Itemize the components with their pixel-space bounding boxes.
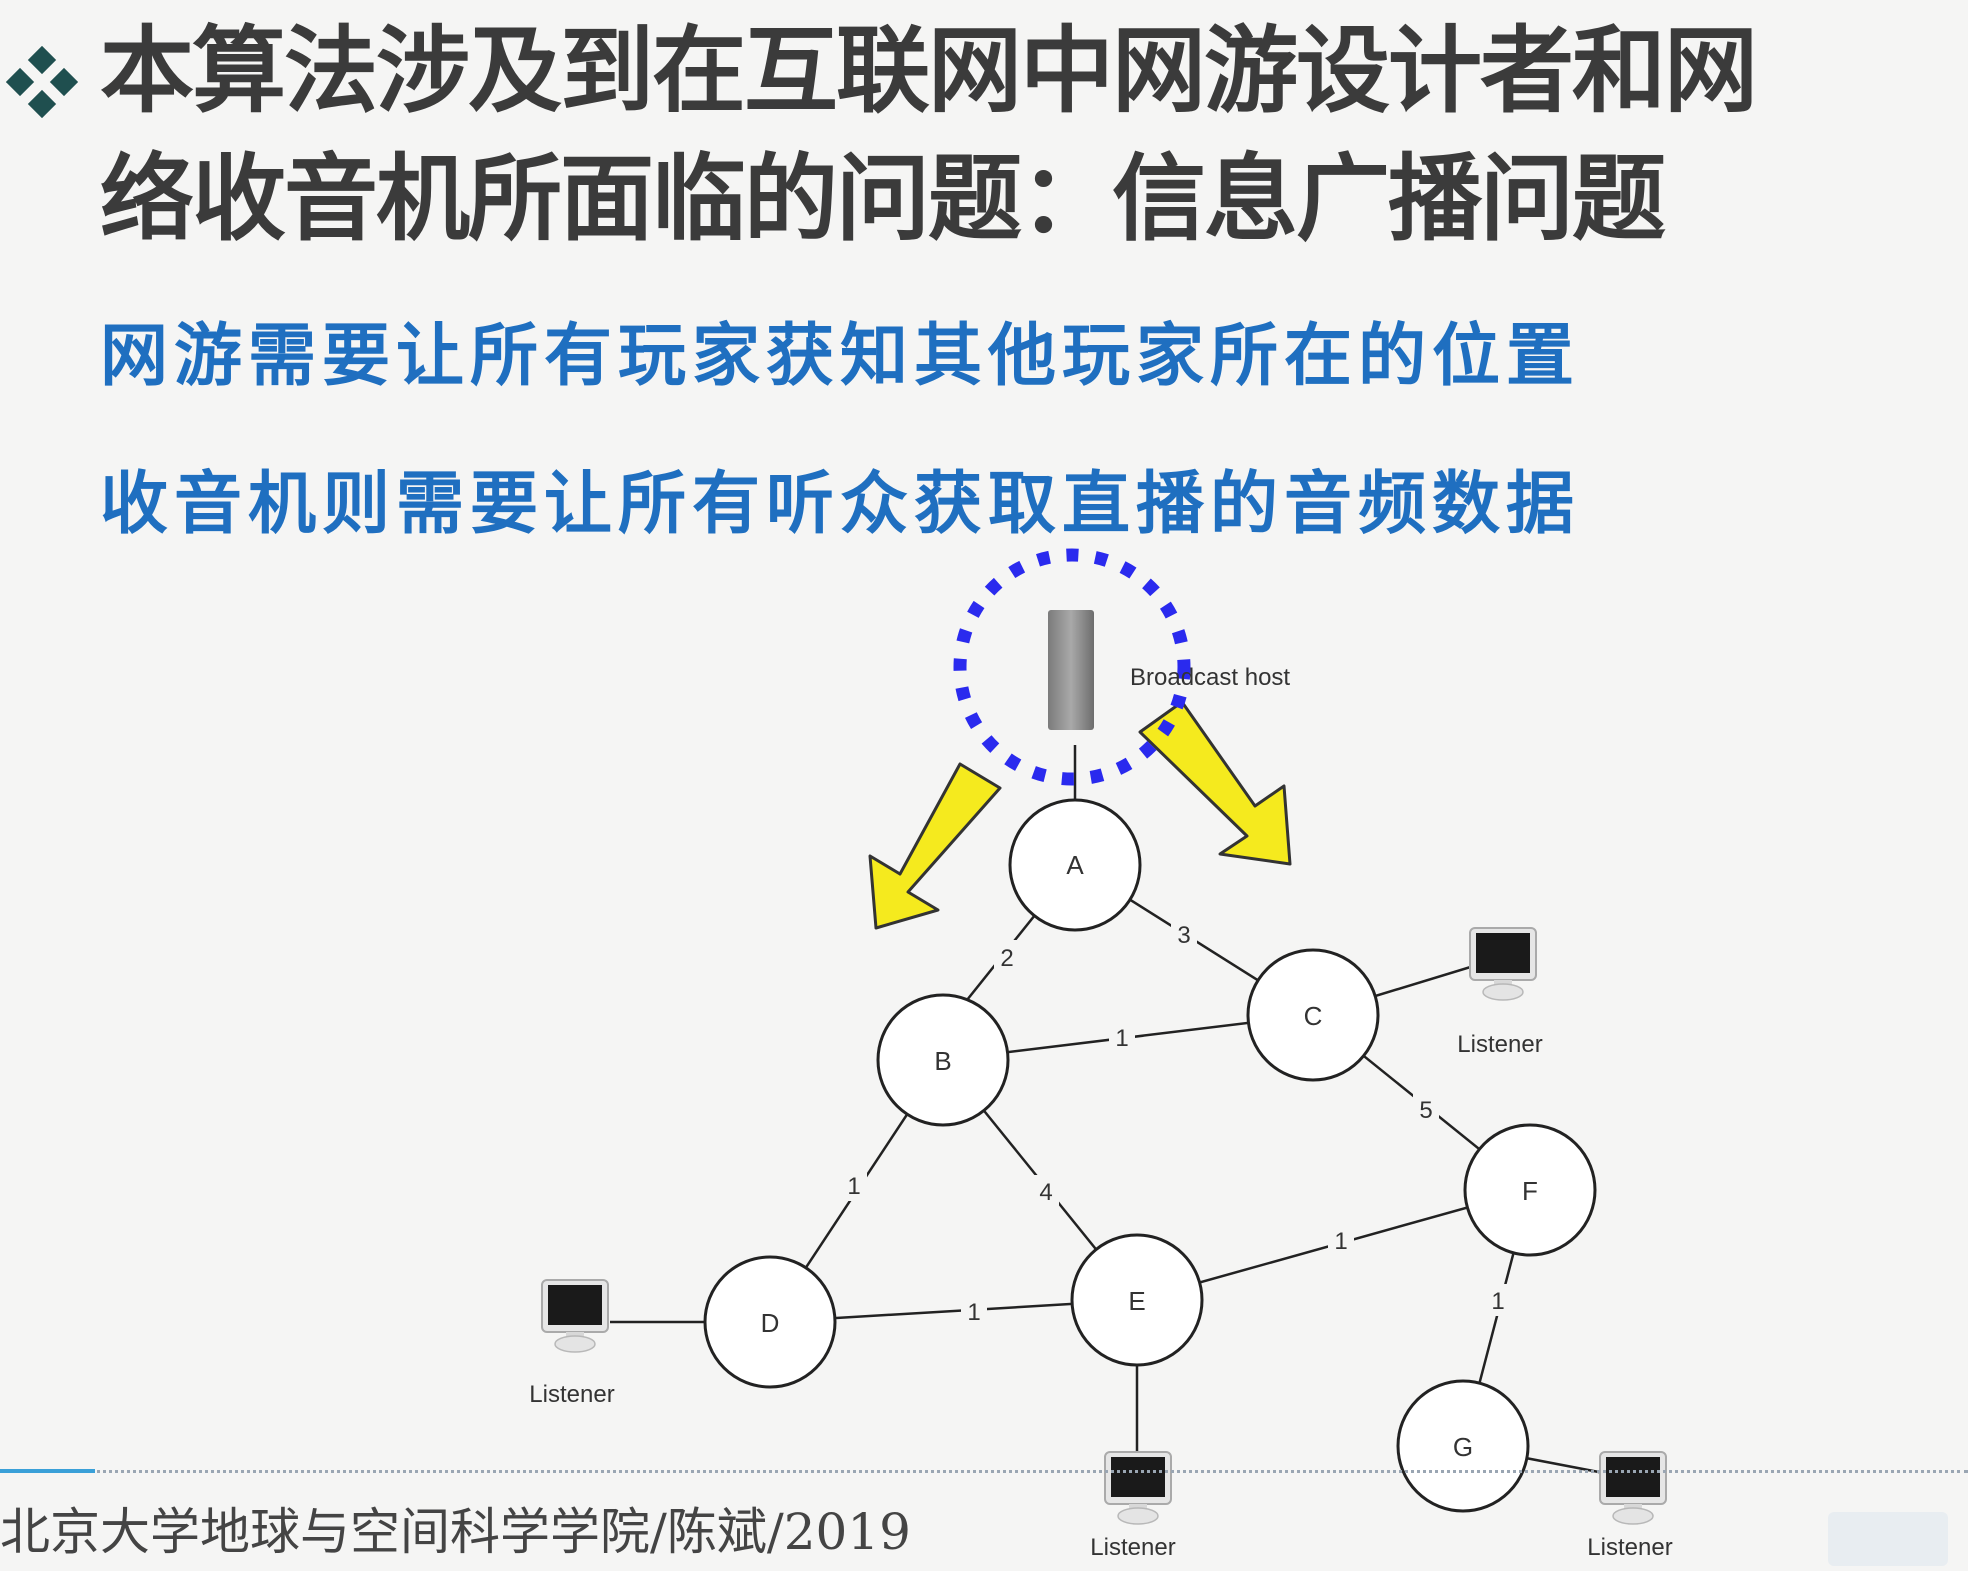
listener-d: Listener <box>529 1279 615 1408</box>
corner-button[interactable] <box>1828 1512 1948 1566</box>
arrow-left-icon <box>868 762 1002 930</box>
broadcast-host: Broadcast host <box>953 548 1290 786</box>
listener-c-label: Listener <box>1457 1031 1542 1058</box>
node-e-label: E <box>1128 1286 1145 1316</box>
weight-e-f: 1 <box>1334 1228 1347 1255</box>
slide-title: 本算法涉及到在互联网中网游设计者和网 络收音机所面临的问题：信息广播问题 <box>100 8 1960 264</box>
weight-a-c: 3 <box>1177 922 1190 949</box>
node-g-label: G <box>1453 1432 1473 1462</box>
weight-b-d: 1 <box>847 1173 860 1200</box>
listener-e-label: Listener <box>1090 1534 1175 1561</box>
computer-icon <box>1599 1451 1667 1525</box>
node-c-label: C <box>1304 1001 1323 1031</box>
arrow-right-icon <box>1138 700 1292 866</box>
listener-g-label: Listener <box>1587 1534 1672 1561</box>
weight-b-c: 1 <box>1115 1025 1128 1052</box>
node-b-label: B <box>934 1046 951 1076</box>
footer-credit: 北京大学地球与空间科学学院/陈斌/2019 <box>0 1503 911 1561</box>
node-d-label: D <box>761 1308 780 1338</box>
subtitle-line-1: 网游需要让所有玩家获知其他玩家所在的位置 <box>100 316 1581 396</box>
listener-g: Listener <box>1587 1451 1673 1561</box>
footer-divider <box>0 1470 1968 1473</box>
weight-a-b: 2 <box>1000 945 1013 972</box>
server-icon <box>1048 610 1094 730</box>
node-c <box>1246 948 1380 1082</box>
subtitle-line-2: 收音机则需要让所有听众获取直播的音频数据 <box>100 464 1581 544</box>
listener-e: Listener <box>1090 1451 1176 1561</box>
listeners: Listener Listener Listener Listener <box>529 927 1673 1561</box>
weight-b-e: 4 <box>1039 1179 1052 1206</box>
broadcast-arrows <box>868 700 1292 930</box>
listener-c: Listener <box>1457 927 1543 1058</box>
highlight-ring <box>953 548 1191 786</box>
weight-f-g: 1 <box>1491 1288 1504 1315</box>
computer-icon <box>1104 1451 1172 1525</box>
node-d <box>703 1255 837 1389</box>
node-a <box>1008 798 1142 932</box>
host-label: Broadcast host <box>1130 664 1290 691</box>
node-f-label: F <box>1522 1176 1538 1206</box>
weight-d-e: 1 <box>967 1299 980 1326</box>
computer-icon <box>541 1279 609 1353</box>
graph-nodes: A B C D E F G <box>703 798 1597 1513</box>
footer-divider-accent <box>0 1469 95 1473</box>
weight-c-f: 5 <box>1419 1097 1432 1124</box>
title-line-2: 络收音机所面临的问题：信息广播问题 <box>100 145 1666 254</box>
node-g <box>1396 1379 1530 1513</box>
edge-weights: 2 3 1 5 1 4 1 1 1 <box>841 917 1511 1327</box>
node-f <box>1463 1123 1597 1257</box>
node-a-label: A <box>1066 850 1084 880</box>
computer-icon <box>1469 927 1537 1001</box>
node-b <box>876 993 1010 1127</box>
listener-d-label: Listener <box>529 1381 614 1408</box>
title-line-1: 本算法涉及到在互联网中网游设计者和网 <box>100 17 1758 126</box>
node-e <box>1070 1233 1204 1367</box>
diamond-bullet-icon <box>6 46 78 118</box>
